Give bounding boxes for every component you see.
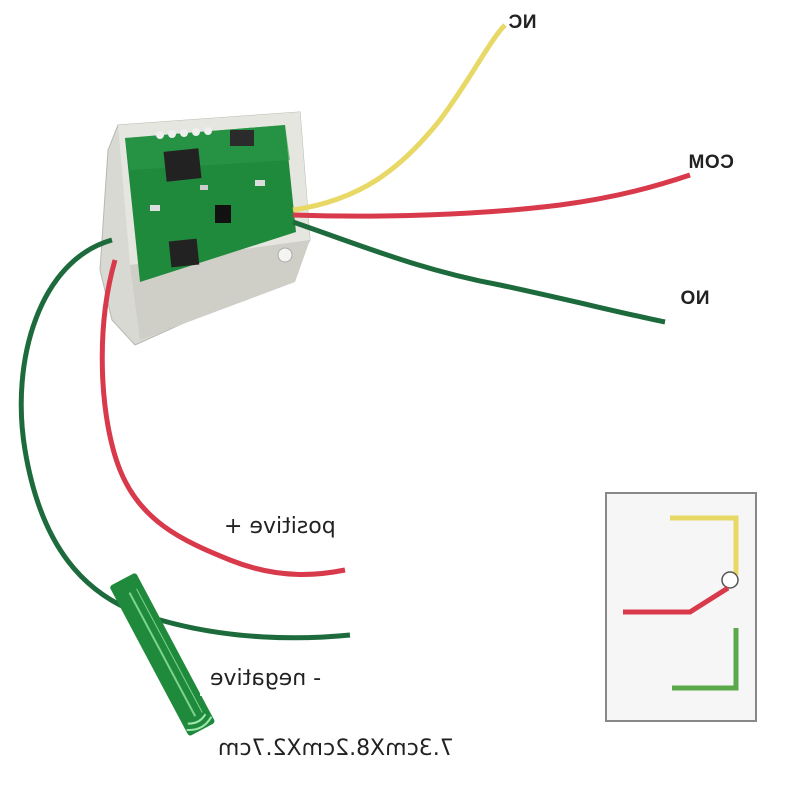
relay-pcb [125, 125, 296, 282]
negative-label: - negative [210, 666, 322, 691]
positive-wire [99, 259, 346, 577]
no-wire [292, 219, 666, 325]
negative-wire [18, 237, 351, 641]
com-wire [292, 172, 691, 219]
no-label: NO [680, 288, 710, 309]
positive-label: positive + [224, 514, 336, 539]
contact-schematic-inset [605, 492, 757, 722]
nc-wire [292, 23, 507, 213]
dimensions-label: 7.3cmX8.2cmX2.7cm [218, 736, 454, 761]
antenna-board [110, 573, 215, 736]
com-label: COM [688, 152, 734, 173]
nc-label: NC [508, 12, 537, 33]
